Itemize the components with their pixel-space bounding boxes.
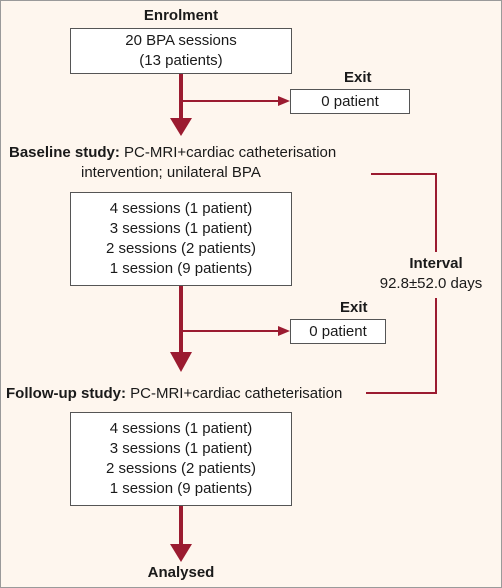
exit-1-value: 0 patient <box>321 92 379 110</box>
exit-1-title: Exit <box>344 69 372 86</box>
arrowhead-1 <box>170 118 192 136</box>
followup-line-3: 2 sessions (2 patients) <box>105 460 257 477</box>
exit-2-value: 0 patient <box>309 322 367 340</box>
followup-label-bold: Follow-up study: <box>6 385 126 402</box>
arrowhead-exit-2 <box>278 326 290 336</box>
analysed-title: Analysed <box>147 564 215 581</box>
followup-label: Follow-up study: PC-MRI+cardiac catheter… <box>6 384 342 404</box>
exit-2-box: 0 patient <box>290 319 386 344</box>
arrowhead-exit-1 <box>278 96 290 106</box>
baseline-line-1: 4 sessions (1 patient) <box>109 200 253 217</box>
enrolment-line-2: (13 patients) <box>139 52 223 69</box>
followup-line-2: 3 sessions (1 patient) <box>109 440 253 457</box>
interval-value: 92.8±52.0 days <box>379 275 483 292</box>
arrowhead-3 <box>170 544 192 562</box>
enrolment-line-1: 20 BPA sessions <box>125 32 237 49</box>
interval-title: Interval <box>409 255 463 272</box>
baseline-label: Baseline study: PC-MRI+cardiac catheteri… <box>9 143 336 163</box>
followup-label-rest: PC-MRI+cardiac catheterisation <box>125 385 343 402</box>
baseline-line-2: 3 sessions (1 patient) <box>109 220 253 237</box>
exit-2-title: Exit <box>340 299 368 316</box>
interval-bracket-bottom <box>366 298 437 394</box>
enrolment-title: Enrolment <box>143 7 219 24</box>
baseline-box: 4 sessions (1 patient) 3 sessions (1 pat… <box>70 192 292 286</box>
enrolment-box: 20 BPA sessions (13 patients) <box>70 28 292 74</box>
followup-line-4: 1 session (9 patients) <box>109 480 253 497</box>
baseline-label-bold: Baseline study: <box>9 144 120 161</box>
baseline-label-line-2: intervention; unilateral BPA <box>81 164 261 181</box>
baseline-line-3: 2 sessions (2 patients) <box>105 240 257 257</box>
followup-box: 4 sessions (1 patient) 3 sessions (1 pat… <box>70 412 292 506</box>
interval-bracket-top <box>371 173 437 252</box>
baseline-label-rest: PC-MRI+cardiac catheterisation <box>119 144 337 161</box>
exit-1-box: 0 patient <box>290 89 410 114</box>
arrowhead-2 <box>170 352 192 372</box>
followup-line-1: 4 sessions (1 patient) <box>109 420 253 437</box>
baseline-line-4: 1 session (9 patients) <box>109 260 253 277</box>
